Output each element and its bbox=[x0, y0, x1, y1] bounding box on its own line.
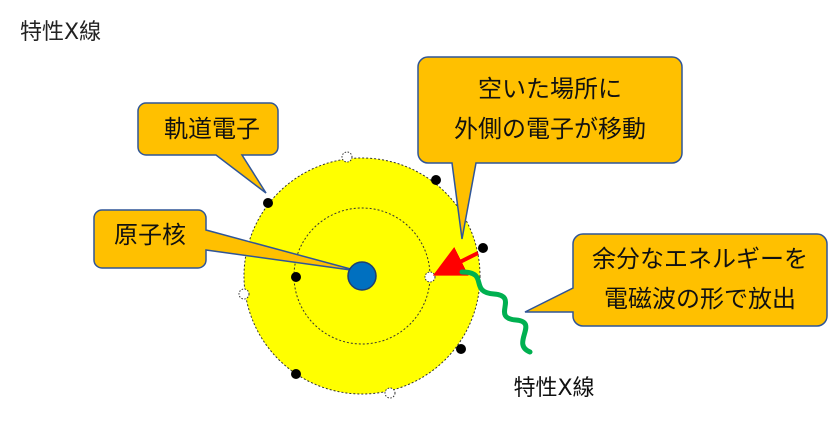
transition-arrow bbox=[432, 246, 479, 276]
electron bbox=[263, 198, 273, 208]
vacancy bbox=[424, 271, 436, 283]
xray-wave bbox=[459, 269, 533, 355]
label-xray: 特性X線 bbox=[513, 376, 595, 401]
electron bbox=[431, 175, 441, 185]
label-nucleus: 原子核 bbox=[114, 221, 186, 249]
page-title: 特性X線 bbox=[20, 20, 102, 45]
vacancy bbox=[341, 151, 353, 163]
callout-orbital-electron bbox=[137, 102, 279, 194]
callout-energy bbox=[524, 233, 828, 327]
label-vacancy-line1: 空いた場所に bbox=[478, 75, 622, 103]
vacancy bbox=[384, 387, 396, 399]
callout-vacancy bbox=[417, 56, 683, 240]
electron bbox=[291, 369, 301, 379]
electron bbox=[456, 344, 466, 354]
electron bbox=[291, 272, 301, 282]
vacancy bbox=[238, 288, 250, 300]
label-vacancy-line2: 外側の電子が移動 bbox=[454, 115, 646, 143]
electron bbox=[478, 243, 488, 253]
label-energy-line2: 電磁波の形で放出 bbox=[604, 285, 796, 313]
label-energy-line1: 余分なエネルギーを bbox=[592, 245, 808, 273]
callout-nucleus bbox=[93, 209, 359, 272]
label-orbital-electron: 軌道電子 bbox=[164, 115, 260, 143]
nucleus bbox=[347, 261, 377, 291]
